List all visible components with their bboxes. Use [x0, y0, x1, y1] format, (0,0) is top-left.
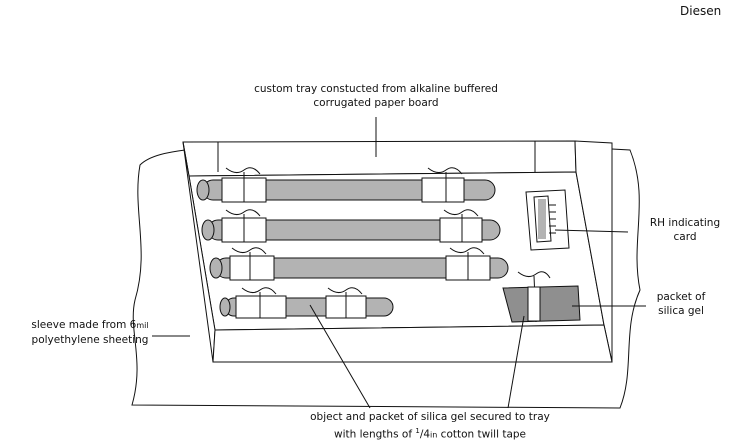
sleeve-label: sleeve made from 6mil polyethylene sheet…	[16, 318, 164, 347]
sleeve-label-line2: polyethylene sheeting	[31, 334, 149, 346]
bottom-line2-text-b: cotton twill tape	[437, 428, 526, 441]
bottom-line2-unit: in	[430, 430, 438, 440]
bottom-label-line1: object and packet of silica gel secured …	[310, 411, 550, 423]
bottom-line2-frac: /4	[419, 428, 431, 441]
tray-label: custom tray constucted from alkaline buf…	[216, 82, 536, 110]
tray-front-wall	[212, 324, 613, 363]
bottom-line2-text-a: with lengths of	[334, 428, 416, 441]
leader-lines	[152, 117, 646, 409]
sleeve-label-line1: sleeve made from 6mil	[16, 318, 164, 333]
rh-label-line2: card	[673, 231, 697, 243]
packet-label-line2: silica gel	[658, 305, 704, 317]
rh-card-label: RH indicating card	[640, 216, 730, 244]
bottom-line2-sup: 1	[415, 427, 420, 435]
rh-indicating-card	[525, 189, 570, 251]
object-packet-label: object and packet of silica gel secured …	[280, 410, 580, 443]
tray	[182, 140, 613, 363]
tray-label-line2: corrugated paper board	[313, 97, 439, 109]
tube-3	[209, 255, 509, 281]
twill-tape-ties	[225, 167, 551, 323]
sleeve-line1-unit: mil	[136, 321, 149, 330]
rh-label-line1: RH indicating	[649, 217, 721, 229]
tube-2	[201, 217, 501, 243]
silica-gel-packet	[502, 285, 581, 323]
packet-tape	[527, 286, 541, 322]
bottom-label-line2: with lengths of 1/4in cotton twill tape	[280, 424, 580, 443]
silica-packet-label: packet of silica gel	[642, 290, 720, 318]
sleeve-line1-text: sleeve made from 6	[31, 319, 137, 331]
packet-label-line1: packet of	[656, 291, 706, 303]
author-name: Diesen	[680, 4, 722, 18]
tube-4	[219, 295, 394, 319]
tube-1	[196, 177, 496, 203]
tray-label-line1: custom tray constucted from alkaline buf…	[254, 83, 498, 95]
